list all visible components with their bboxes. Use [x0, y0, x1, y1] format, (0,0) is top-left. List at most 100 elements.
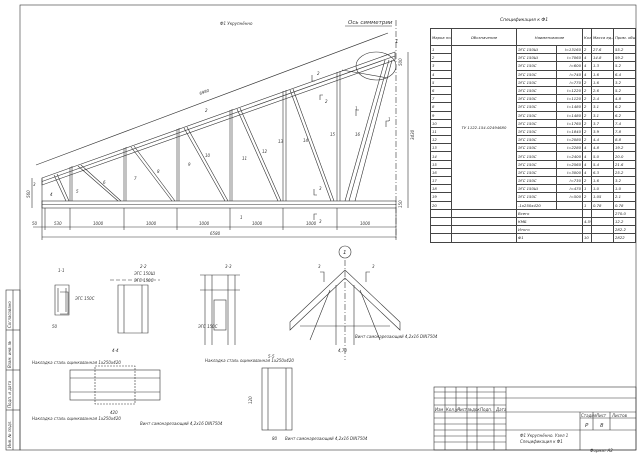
svg-text:Стадия: Стадия: [581, 413, 597, 418]
spec-title: Спецификация к Ф1: [500, 18, 549, 23]
member-mark: 4: [50, 192, 53, 197]
sheet-number: 8: [600, 423, 604, 429]
member-mark: 13: [278, 139, 284, 144]
member-mark: 16: [355, 132, 361, 137]
svg-text:Лист: Лист: [456, 407, 468, 412]
svg-text:50: 50: [52, 324, 58, 329]
dim-offset: 1000: [93, 221, 104, 226]
section-3-3: 3-3 ЭГС 150С: [197, 264, 240, 345]
stamp-label: Подп. и дата: [7, 380, 12, 408]
svg-text:420: 420: [110, 410, 118, 415]
dim-bottom-node: 150: [398, 200, 403, 208]
svg-text:1: 1: [388, 117, 391, 122]
member-mark: 12: [262, 149, 268, 154]
svg-text:Винт самонарезающий 4,2х16 DIN: Винт самонарезающий 4,2х16 DIN7504: [355, 334, 438, 339]
dim-total: 6580: [210, 231, 221, 236]
svg-text:1-1: 1-1: [58, 268, 65, 273]
svg-text:ЭГС 150Ш: ЭГС 150Ш: [133, 271, 156, 276]
designation-cell: ТУ 1122-154-02494680: [451, 45, 517, 210]
svg-text:3: 3: [372, 264, 375, 269]
truss-diagonals: [53, 59, 393, 202]
member-mark: 9: [188, 162, 191, 167]
dim-offset: 1000: [199, 221, 210, 226]
svg-text:5-5: 5-5: [268, 354, 275, 359]
truss-title: Ф1 Укрупнённо: [220, 21, 253, 26]
svg-text:Накладка сталь оцинкованная 1х: Накладка сталь оцинкованная 1х250х420: [205, 358, 294, 363]
svg-text:4-4: 4-4: [112, 348, 119, 353]
specification-table: Марка поз.ОбозначениеНаименованиеКол.Мас…: [430, 28, 637, 243]
dim-offset: 1000: [360, 221, 371, 226]
svg-text:ЭГС 150С: ЭГС 150С: [74, 296, 95, 301]
dimensions: 6980 3430 560 500 150 50 530 1000 1000 1…: [26, 32, 415, 240]
svg-text:3: 3: [318, 264, 321, 269]
svg-text:Винт самонарезающий 4,2х16 DIN: Винт самонарезающий 4,2х16 DIN7504: [140, 421, 223, 426]
svg-text:Изм: Изм: [435, 407, 443, 412]
member-mark: 6: [103, 180, 106, 185]
sheet-format: Формат А2: [590, 448, 613, 453]
svg-text:Винт самонарезающий 4,2х16 DIN: Винт самонарезающий 4,2х16 DIN7504: [285, 436, 368, 441]
member-mark: 15: [330, 132, 336, 137]
svg-text:Накладка сталь оцинкованная 1х: Накладка сталь оцинкованная 1х250х420: [32, 360, 121, 365]
svg-text:ЭГС 150С: ЭГС 150С: [133, 278, 154, 283]
stage-value: Р: [585, 423, 589, 429]
svg-text:3: 3: [319, 186, 322, 191]
stamp-label: Согласовано: [7, 301, 12, 328]
dim-top-node: 500: [398, 58, 403, 66]
svg-text:2: 2: [317, 71, 320, 76]
dim-offset: 1000: [146, 221, 157, 226]
node-1-outline: [355, 51, 397, 81]
title-block: Изм Кол.уч Лист №док Подп. Дата Стадия Л…: [433, 386, 637, 453]
svg-text:№док: №док: [467, 407, 480, 412]
svg-text:Подп.: Подп.: [480, 407, 492, 412]
svg-text:Накладка сталь оцинкованная 1х: Накладка сталь оцинкованная 1х250х420: [32, 416, 121, 421]
stamp-label: Инв. № подл.: [7, 420, 12, 448]
dim-left-height: 560: [26, 190, 31, 198]
svg-text:120: 120: [248, 396, 253, 404]
node-1-detail: 1 3 3 Винт самонарезающий 4,2х16 DIN7504…: [289, 245, 438, 360]
member-mark: 14: [303, 138, 309, 143]
section-cuts: 2 2 1 1 3 3: [311, 71, 391, 224]
dim-offset: 1000: [252, 221, 263, 226]
dim-top-chord: 6980: [199, 88, 211, 96]
member-mark: 11: [242, 156, 247, 161]
truss-verticals: [69, 71, 341, 201]
member-mark: 2: [205, 108, 208, 113]
symmetry-axis-label: Ось симметрии: [348, 20, 393, 26]
member-mark: 7: [134, 176, 137, 181]
truss-elevation: Ф1 Укрупнённо Ось симметрии 1 1 2 3 4 5 …: [26, 20, 415, 240]
svg-text:Кол.уч: Кол.уч: [446, 407, 460, 412]
node-callout: 1: [395, 39, 399, 45]
svg-text:Дата: Дата: [495, 407, 507, 412]
section-2-2: 2-2 ЭГС 150Ш ЭГС 150С: [110, 264, 160, 334]
svg-text:1: 1: [343, 250, 347, 256]
dim-offset: 50: [32, 221, 38, 226]
member-mark: 1: [240, 215, 243, 220]
svg-text:2: 2: [325, 99, 328, 104]
side-stamp: Инв. № подл. Подп. и дата Взам. инв. № С…: [5, 289, 21, 451]
svg-text:2-2: 2-2: [140, 264, 147, 269]
svg-text:Листов: Листов: [611, 413, 628, 418]
member-mark: 10: [205, 153, 211, 158]
title-caption: Спецификация к Ф1: [520, 439, 563, 444]
member-mark: 8: [157, 169, 160, 174]
stamp-label: Взам. инв. №: [7, 341, 12, 368]
section-1-1: 1-1 ЭГС 150С 50: [52, 268, 95, 329]
svg-text:ЭГС 150С: ЭГС 150С: [197, 324, 218, 329]
sheet-frame: [19, 4, 637, 451]
svg-text:3: 3: [319, 219, 322, 224]
section-4-4: 4-4 420 Накладка сталь оцинкованная 1х25…: [32, 348, 223, 426]
dim-offset: 1000: [306, 221, 317, 226]
